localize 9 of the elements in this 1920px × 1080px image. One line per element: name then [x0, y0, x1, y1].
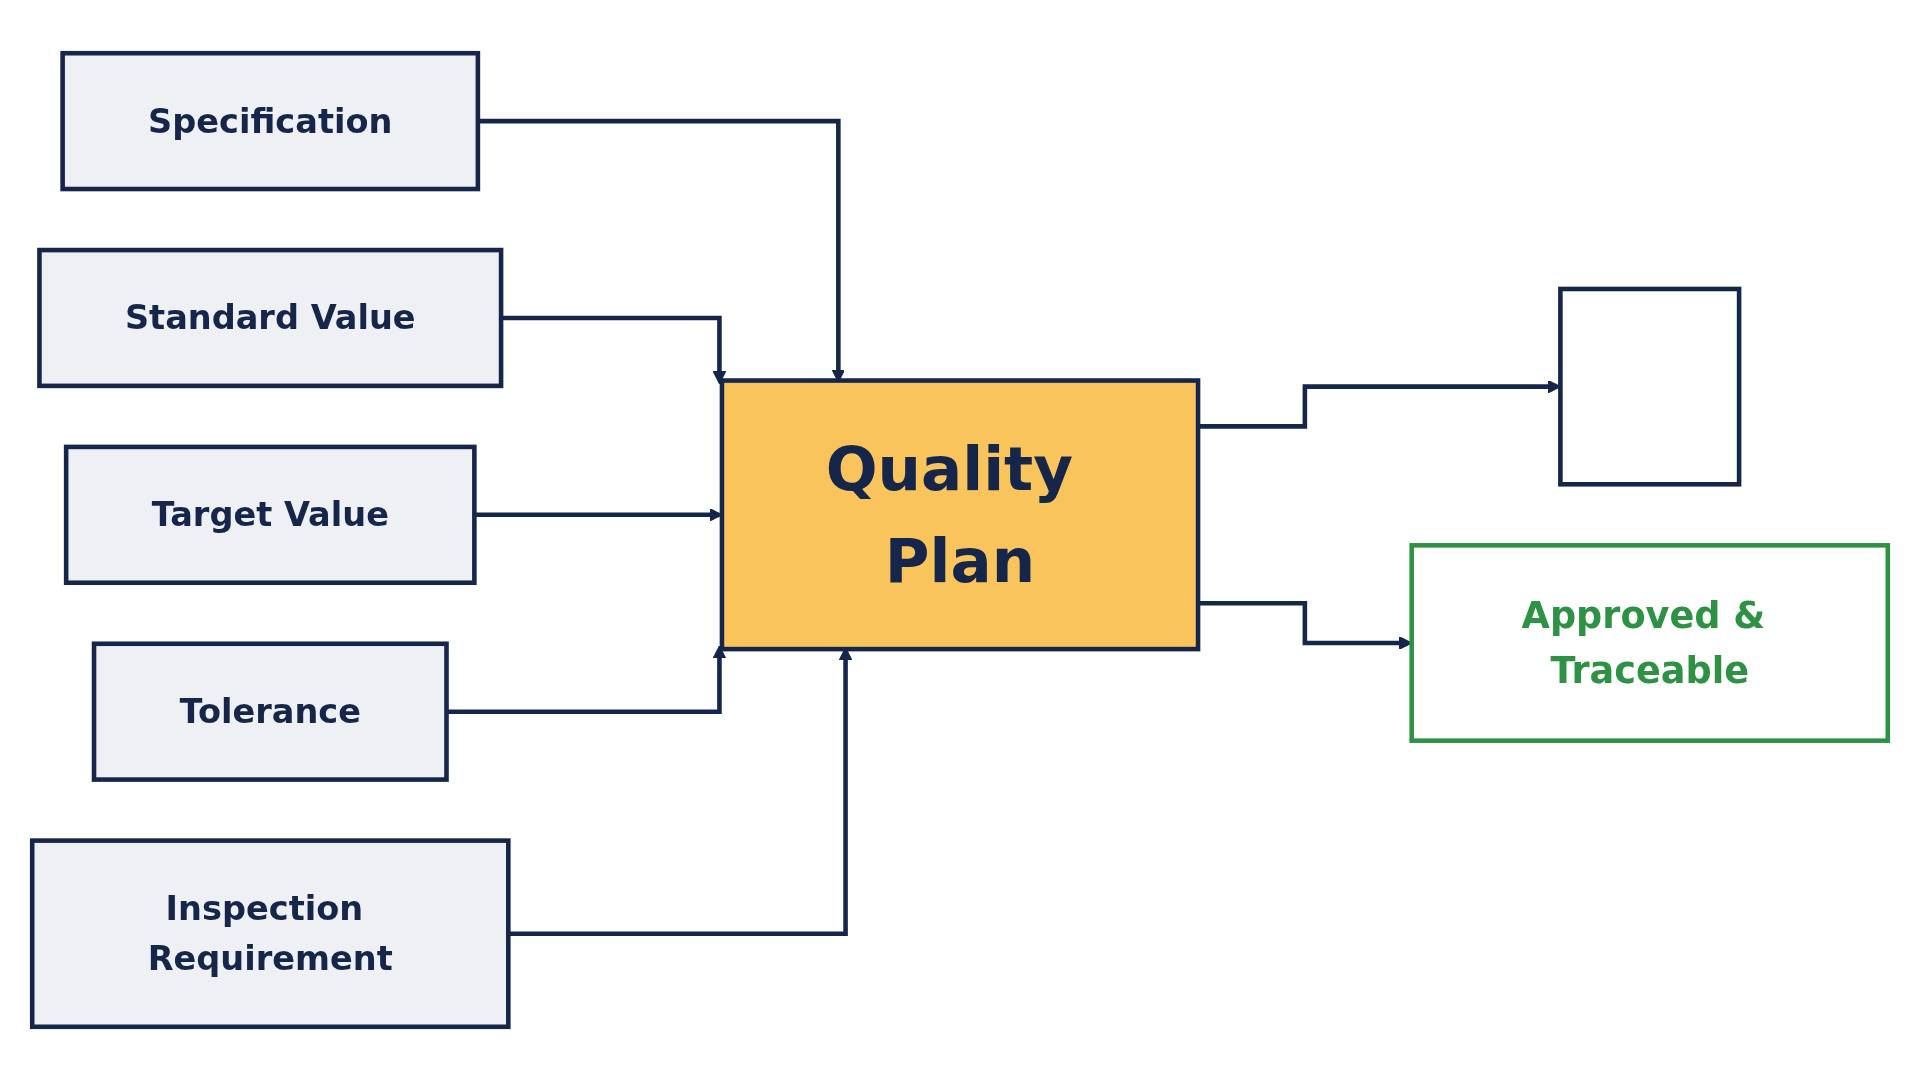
node-box: Specification: [60, 50, 481, 192]
node-box: Inspection Requirement: [29, 838, 511, 1030]
arrow: [501, 315, 727, 385]
node-box: Standard Value: [37, 247, 504, 389]
node-box: Target Value: [63, 444, 477, 585]
node-box: Approved & Traceable: [1409, 543, 1891, 743]
node-box: Quality Plan: [719, 378, 1201, 652]
node-box: [1558, 286, 1742, 487]
node-box: Tolerance: [91, 641, 449, 782]
